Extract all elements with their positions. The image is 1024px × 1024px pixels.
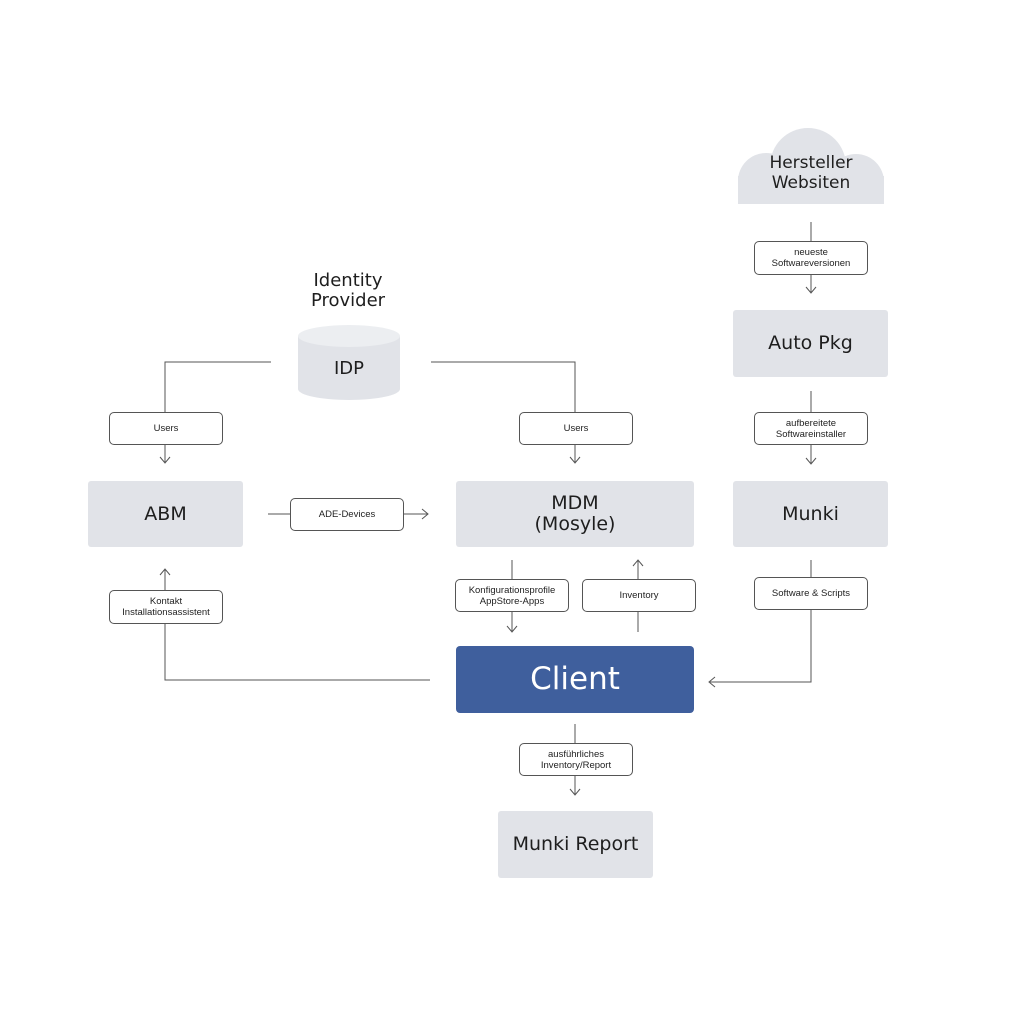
edge-label-report: ausführliches Inventory/Report [519, 743, 633, 776]
munki-node: Munki [733, 481, 888, 547]
edge-label-ade-devices: ADE-Devices [290, 498, 404, 531]
edge-label-inventory: Inventory [582, 579, 696, 612]
mdm-node: MDM (Mosyle) [456, 481, 694, 547]
arrow-head [506, 625, 518, 633]
arrow-head [708, 676, 716, 688]
edge-client-abm [164, 570, 430, 681]
arrow-head [632, 559, 644, 567]
cloud-icon [736, 128, 886, 206]
munki-report-node: Munki Report [498, 811, 653, 878]
edge-label-users-left: Users [109, 412, 223, 445]
arrow-head [159, 568, 171, 576]
arrow-head [569, 456, 581, 464]
edge-label-konfig: Konfigurationsprofile AppStore-Apps [455, 579, 569, 612]
edge-label-kontakt: Kontakt Installationsassistent [109, 590, 223, 624]
edge-label-aufbereitete: aufbereitete Softwareinstaller [754, 412, 868, 445]
edge-label-software-scripts: Software & Scripts [754, 577, 868, 610]
arrow-head [159, 456, 171, 464]
arrow-head [569, 788, 581, 796]
abm-node: ABM [88, 481, 243, 547]
arrow-head [805, 286, 817, 294]
idp-title: Identity Provider [310, 270, 386, 311]
edge-label-users-right: Users [519, 412, 633, 445]
arrow-head [421, 508, 429, 520]
client-node: Client [456, 646, 694, 713]
edge-label-neueste: neueste Softwareversionen [754, 241, 868, 275]
database-icon [298, 325, 400, 400]
idp-node: IDP [333, 358, 365, 379]
arrow-head [805, 457, 817, 465]
cloud-node: Hersteller Websiten [769, 153, 853, 193]
autopkg-node: Auto Pkg [733, 310, 888, 377]
